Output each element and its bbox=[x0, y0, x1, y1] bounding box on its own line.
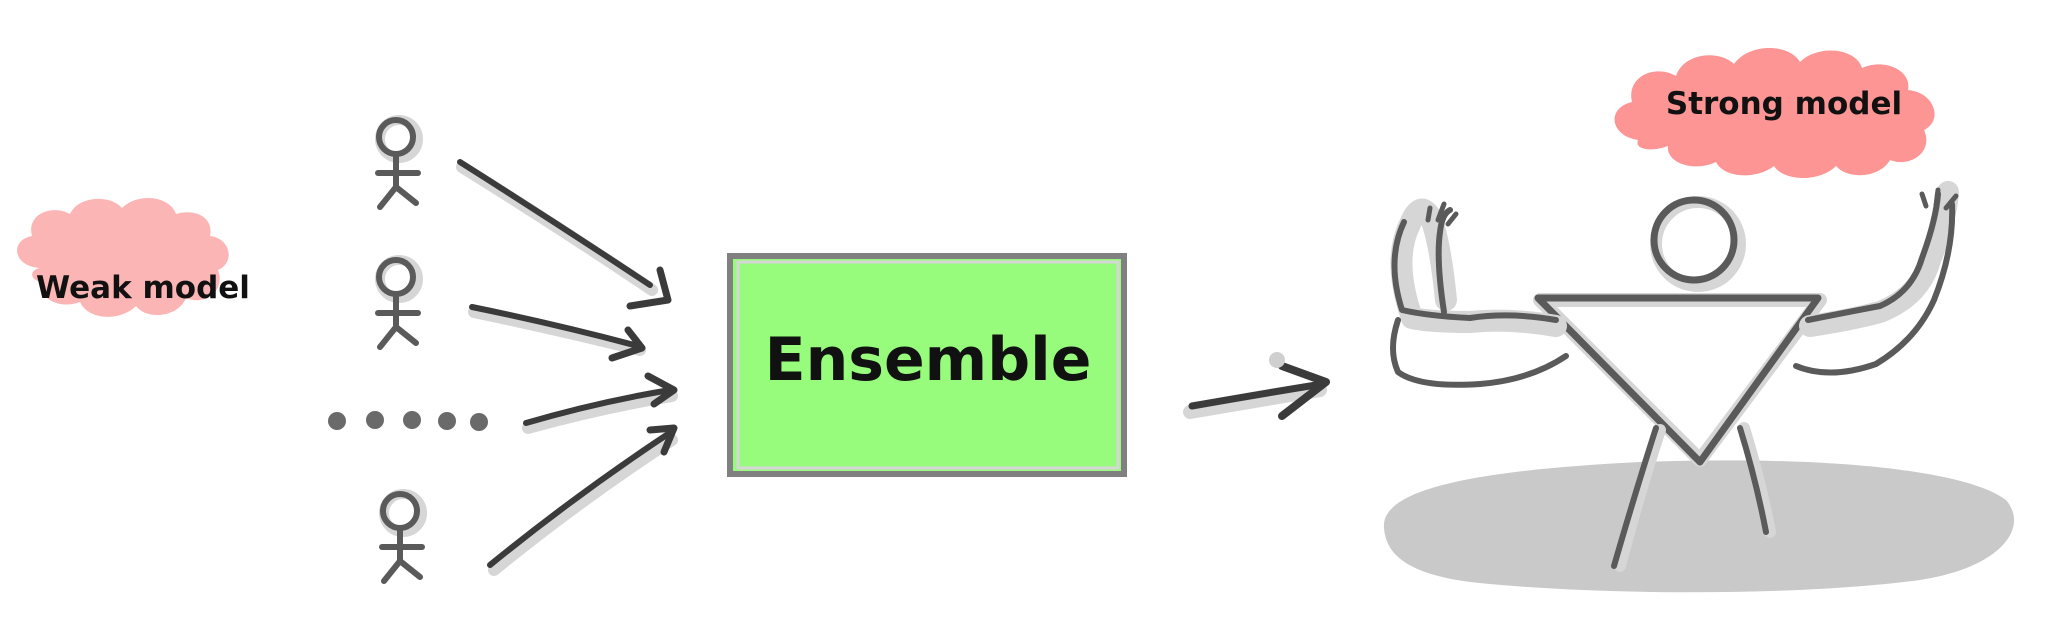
floor-shadow bbox=[1383, 460, 2015, 593]
ensemble-box-shape bbox=[727, 253, 1127, 477]
strong-model-label: Strong model bbox=[1666, 86, 1902, 122]
strong-learner-figure bbox=[1383, 181, 2015, 593]
ellipsis-dots-icon bbox=[328, 411, 488, 431]
weak-learner-figure-2 bbox=[375, 255, 423, 350]
weak-learner-figure-3 bbox=[379, 489, 427, 584]
weak-model-cloud-shape bbox=[17, 197, 229, 317]
stick-figure-icon bbox=[375, 115, 423, 210]
stick-figure-icon bbox=[375, 255, 423, 350]
weak-model-label: Weak model bbox=[36, 270, 250, 306]
strong-model-cloud-shape bbox=[1614, 48, 1935, 178]
muscle-figure-icon bbox=[1390, 181, 1959, 572]
output-arrow bbox=[1183, 352, 1330, 420]
weak-learner-figure-1 bbox=[375, 115, 423, 210]
strong-model-cloud: Strong model bbox=[1614, 48, 1935, 178]
arrow-learner-1 bbox=[456, 159, 672, 310]
stick-figure-icon bbox=[379, 489, 427, 584]
ensemble-label: Ensemble bbox=[765, 325, 1092, 395]
weak-model-cloud: Weak model bbox=[17, 197, 250, 317]
input-arrows bbox=[456, 159, 678, 576]
ensemble-box: Ensemble bbox=[727, 253, 1127, 477]
arrow-learner-4 bbox=[487, 424, 678, 576]
arrow-learner-3 bbox=[522, 372, 678, 434]
arrow-learner-2 bbox=[468, 304, 646, 362]
